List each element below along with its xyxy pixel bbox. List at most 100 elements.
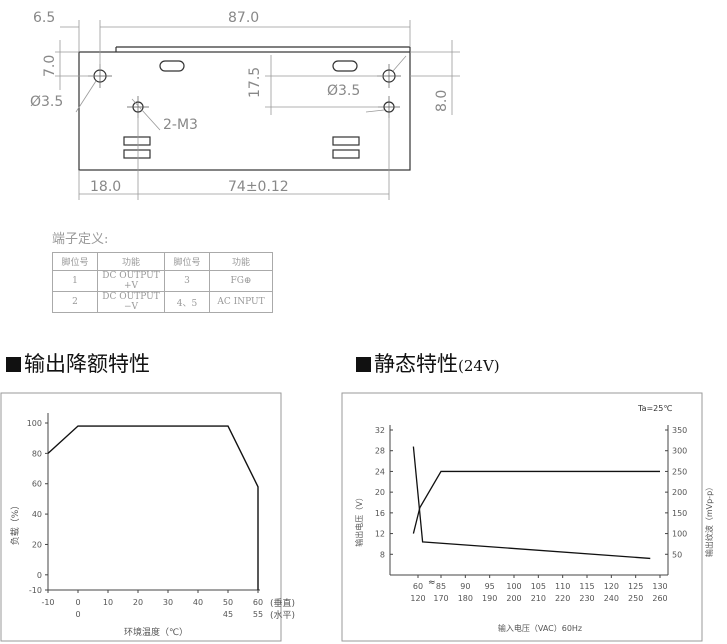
static-xlabel: 输入电压（VAC）60Hz: [498, 623, 582, 633]
x-tick-label: 85: [436, 582, 446, 591]
y-tick-label: -10: [29, 586, 42, 595]
x-tick-label: -10: [41, 598, 54, 607]
mechanical-drawing: 6.5 87.0 7.0 Ø3.5 2-M3 17.5 Ø3.5 8.0 18.…: [30, 10, 460, 200]
x-tick-label-secondary: 250: [628, 594, 643, 603]
y-tick-label-left: 20: [375, 488, 385, 497]
table-cell: 1: [52, 270, 98, 292]
dim-bottom-span: 74±0.12: [228, 179, 289, 195]
y-tick-label-right: 150: [672, 509, 687, 518]
derating-title: 输出降额特性: [6, 348, 150, 378]
x-tick-label-secondary: 0: [75, 610, 80, 619]
y-tick-label-right: 250: [672, 467, 687, 476]
x-tick-label-secondary: 230: [579, 594, 594, 603]
table-cell: 3: [164, 270, 210, 292]
static-ylabel-left: 输出电压（V）: [354, 493, 364, 546]
pad: [332, 149, 360, 159]
x-tick-label-secondary: 45: [223, 610, 233, 619]
dim-screw: 2-M3: [163, 117, 198, 133]
y-tick-label: 40: [32, 510, 42, 519]
x-tick-label-secondary: 170: [433, 594, 448, 603]
x-tick-label: 100: [506, 582, 521, 591]
x-tick-label: 40: [193, 598, 203, 607]
pad: [123, 136, 151, 146]
table-header: 脚位号: [52, 252, 98, 271]
table-header: 功能: [97, 252, 165, 271]
x-tick-label-secondary: 190: [482, 594, 497, 603]
x-tick-label-secondary: 240: [604, 594, 619, 603]
board-outline: [78, 51, 411, 171]
terminal-table: 脚位号 功能 脚位号 功能 1 DC OUTPUT +V 3 FG⊕ 2 DC …: [52, 252, 273, 313]
table-row: 1 DC OUTPUT +V 3 FG⊕: [52, 270, 273, 292]
x-tick-label: 115: [579, 582, 594, 591]
x-tick-label: 125: [628, 582, 643, 591]
static-ylabel-right: 输出纹波（mVp-p）: [704, 483, 714, 557]
y-tick-label-left: 24: [375, 467, 385, 476]
chart-frame: [341, 392, 703, 642]
dim-hole-left: Ø3.5: [30, 94, 63, 110]
table-cell: DC OUTPUT +V: [97, 270, 165, 292]
derating-xlabel: 环境温度（℃）: [124, 626, 188, 638]
y-tick-label: 20: [32, 540, 42, 549]
pad: [123, 149, 151, 159]
pad: [332, 136, 360, 146]
x-tick-label: 110: [555, 582, 570, 591]
dim-top-left: 6.5: [33, 10, 55, 26]
derating-xnote1: (垂直): [270, 597, 295, 609]
dim-inner-height: 17.5: [247, 67, 263, 98]
chart-frame: [0, 392, 282, 642]
slot-left: [159, 60, 185, 72]
derating-curve: [47, 425, 259, 590]
y-tick-label-right: 300: [672, 447, 687, 456]
table-cell: FG⊕: [209, 270, 273, 292]
x-tick-label: 90: [460, 582, 470, 591]
x-tick-label: 95: [485, 582, 495, 591]
dim-hole-right: Ø3.5: [327, 83, 360, 99]
y-tick-label-left: 32: [375, 426, 385, 435]
x-tick-label: 120: [604, 582, 619, 591]
y-tick-label: 0: [37, 571, 42, 580]
x-tick-label-secondary: 120: [410, 594, 425, 603]
terminal-title: 端子定义:: [52, 232, 109, 247]
dim-left-height: 7.0: [42, 55, 58, 77]
y-tick-label-left: 8: [380, 550, 385, 559]
x-tick-label-secondary: 210: [531, 594, 546, 603]
y-tick-label-right: 50: [672, 550, 682, 559]
square-bullet-icon: [356, 357, 371, 372]
x-tick-label: 10: [103, 598, 113, 607]
dim-right-height: 8.0: [434, 90, 450, 112]
derating-xnote2: (水平): [270, 609, 295, 621]
x-tick-label-secondary: 180: [458, 594, 473, 603]
x-tick-label: 105: [531, 582, 546, 591]
x-tick-label: 60: [253, 598, 263, 607]
y-tick-label: 100: [27, 419, 42, 428]
y-tick-label: 80: [32, 449, 42, 458]
table-cell: AC INPUT: [209, 291, 273, 313]
y-tick-label: 60: [32, 480, 42, 489]
y-tick-label-right: 100: [672, 530, 687, 539]
x-tick-label-secondary: 260: [652, 594, 667, 603]
x-tick-label: 50: [223, 598, 233, 607]
table-cell: DC OUTPUT −V: [97, 291, 165, 313]
output-voltage-curve: [412, 470, 660, 534]
x-tick-label-secondary: 220: [555, 594, 570, 603]
x-tick-label: 30: [163, 598, 173, 607]
x-tick-label: 60: [413, 582, 423, 591]
y-tick-label-right: 200: [672, 488, 687, 497]
y-tick-label-left: 16: [375, 509, 385, 518]
x-tick-label-secondary: 55: [253, 610, 263, 619]
square-bullet-icon: [6, 357, 21, 372]
derating-ylabel: 负载（%）: [9, 501, 21, 546]
x-tick-label-secondary: 200: [506, 594, 521, 603]
x-tick-label: 0: [75, 598, 80, 607]
y-tick-label-left: 28: [375, 447, 385, 456]
table-row: 2 DC OUTPUT −V 4、5 AC INPUT: [52, 291, 273, 313]
table-header: 脚位号: [164, 252, 210, 271]
static-annotation: Ta=25℃: [637, 404, 672, 413]
y-tick-label-left: 12: [375, 530, 385, 539]
dim-bottom-left: 18.0: [90, 179, 121, 195]
static-title: 静态特性(24V): [356, 348, 500, 378]
table-cell: 2: [52, 291, 98, 313]
ripple-curve: [412, 446, 651, 560]
